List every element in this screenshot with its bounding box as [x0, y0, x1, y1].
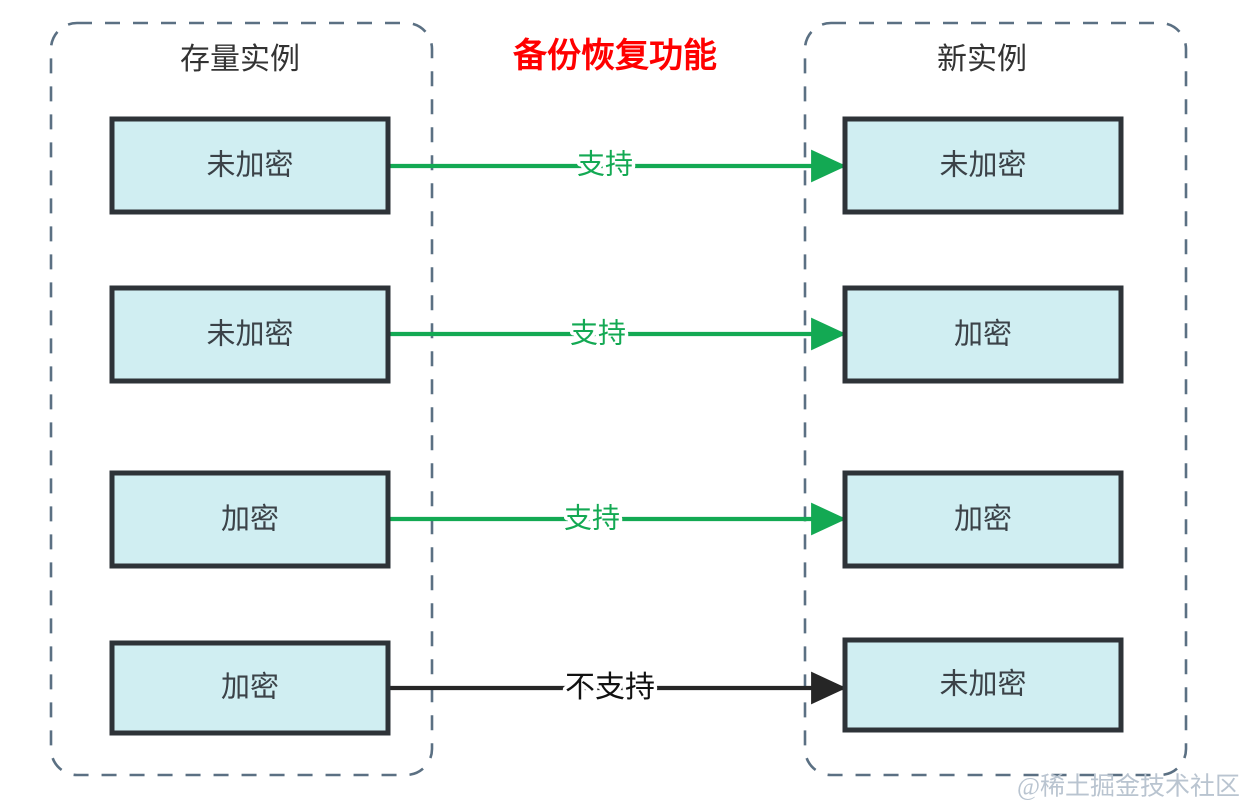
edge-label-halo-row-3: 支持	[564, 502, 620, 533]
center-title: 备份恢复功能	[513, 37, 717, 75]
watermark: @稀土掘金技术社区	[1017, 773, 1240, 801]
panel-right-title: 新实例	[937, 43, 1027, 76]
panel-left-outline	[49, 21, 434, 777]
source-box-row-3[interactable]	[109, 470, 391, 569]
edge-label-halo-row-2: 支持	[570, 317, 626, 348]
source-box-label-row-2: 未加密	[206, 318, 293, 351]
source-box-row-1[interactable]	[109, 116, 391, 215]
edge-label-row-1[interactable]: 支持	[577, 148, 633, 179]
flow-row-2: 支持 支持 未加密 加密	[109, 285, 1124, 384]
panel-right-outline	[803, 21, 1188, 777]
source-box-label-row-3: 加密	[221, 503, 279, 536]
edge-label-halo-row-1: 支持	[577, 148, 633, 179]
target-box-row-2[interactable]	[842, 285, 1124, 384]
source-box-row-4[interactable]	[109, 640, 391, 736]
target-box-row-3[interactable]	[842, 470, 1124, 569]
panel-right: 新实例	[803, 21, 1188, 777]
edge-label-row-4[interactable]: 不支持	[565, 671, 655, 704]
target-box-row-4[interactable]	[842, 637, 1124, 733]
source-box-label-row-4: 加密	[221, 671, 279, 704]
source-box-row-2[interactable]	[109, 285, 391, 384]
flow-row-3: 支持 支持 加密 加密	[109, 470, 1124, 569]
source-box-label-row-1: 未加密	[206, 149, 293, 182]
target-box-label-row-3: 加密	[954, 503, 1012, 536]
edge-label-row-3[interactable]: 支持	[564, 502, 620, 533]
panel-left-title: 存量实例	[180, 43, 300, 76]
flow-row-1: 支持 支持 未加密 未加密	[109, 116, 1124, 215]
target-box-label-row-2: 加密	[954, 318, 1012, 351]
panel-left: 存量实例	[49, 21, 434, 777]
target-box-label-row-1: 未加密	[939, 149, 1026, 182]
edge-label-halo-row-4: 不支持	[565, 671, 655, 704]
flow-row-4: 不支持 不支持 加密 未加密	[109, 637, 1124, 736]
edge-label-row-2[interactable]: 支持	[570, 317, 626, 348]
target-box-row-1[interactable]	[842, 116, 1124, 215]
target-box-label-row-4: 未加密	[939, 668, 1026, 701]
